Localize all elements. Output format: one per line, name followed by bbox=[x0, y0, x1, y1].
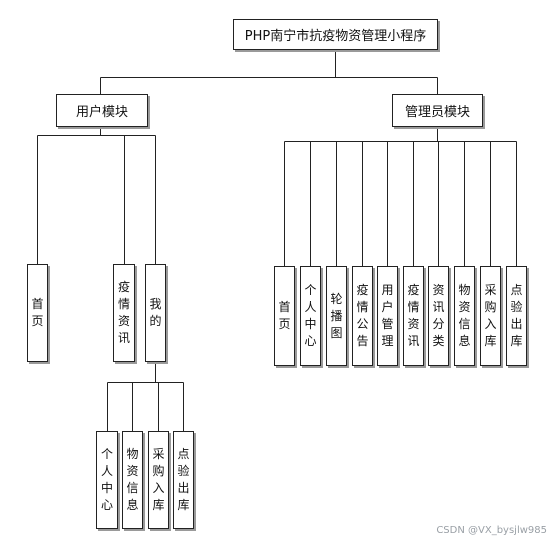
user-module-label: 用户模块 bbox=[75, 105, 128, 120]
admin-node-epidemic-news-label: 疫情资讯 bbox=[407, 283, 420, 348]
admin-node-purchase-inbound-label: 采购入库 bbox=[484, 283, 497, 348]
mine-node-purchase-inbound: 采购入库 bbox=[148, 431, 169, 529]
watermark: CSDN @VX_bysjlw985 bbox=[436, 525, 547, 536]
mine-node-personal-center-label: 个人中心 bbox=[101, 447, 114, 512]
admin-node-inspection-outbound-label: 点验出库 bbox=[510, 283, 523, 348]
admin-node-carousel-label: 轮播图 bbox=[330, 291, 343, 340]
mine-node-personal-center: 个人中心 bbox=[96, 431, 118, 529]
root-node-label: PHP南宁市抗疫物资管理小程序 bbox=[244, 29, 427, 44]
mine-node-supplies-info-label: 物资信息 bbox=[126, 447, 139, 512]
admin-node-supplies-info: 物资信息 bbox=[454, 266, 475, 366]
user-node-epidemic-news-label: 疫情资讯 bbox=[118, 280, 131, 345]
mine-node-inspection-outbound-label: 点验出库 bbox=[177, 447, 190, 512]
admin-node-user-management: 用户管理 bbox=[377, 266, 398, 366]
admin-node-carousel: 轮播图 bbox=[326, 266, 347, 366]
admin-node-purchase-inbound: 采购入库 bbox=[480, 266, 501, 366]
user-node-epidemic-news: 疫情资讯 bbox=[113, 264, 135, 362]
admin-node-epidemic-news: 疫情资讯 bbox=[403, 266, 424, 366]
admin-node-news-category-label: 资讯分类 bbox=[432, 283, 445, 348]
admin-node-epidemic-notice: 疫情公告 bbox=[352, 266, 373, 366]
root-node: PHP南宁市抗疫物资管理小程序 bbox=[233, 19, 438, 50]
admin-node-inspection-outbound: 点验出库 bbox=[506, 266, 527, 366]
mine-node-inspection-outbound: 点验出库 bbox=[173, 431, 194, 529]
admin-node-epidemic-notice-label: 疫情公告 bbox=[356, 283, 369, 348]
admin-node-user-management-label: 用户管理 bbox=[381, 283, 394, 348]
user-node-home: 首页 bbox=[27, 264, 48, 362]
user-module-node: 用户模块 bbox=[56, 94, 148, 127]
admin-module-node: 管理员模块 bbox=[392, 94, 483, 127]
admin-node-personal-center-label: 个人中心 bbox=[304, 283, 317, 348]
mine-node-purchase-inbound-label: 采购入库 bbox=[152, 447, 165, 512]
admin-node-personal-center: 个人中心 bbox=[300, 266, 321, 366]
user-node-mine: 我的 bbox=[145, 264, 166, 362]
admin-node-news-category: 资讯分类 bbox=[428, 266, 449, 366]
mine-node-supplies-info: 物资信息 bbox=[122, 431, 143, 529]
user-node-mine-label: 我的 bbox=[149, 297, 162, 328]
admin-node-home-label: 首页 bbox=[278, 300, 291, 331]
admin-node-home: 首页 bbox=[274, 266, 295, 366]
admin-node-supplies-info-label: 物资信息 bbox=[458, 283, 471, 348]
admin-module-label: 管理员模块 bbox=[404, 105, 470, 120]
user-node-home-label: 首页 bbox=[31, 297, 44, 328]
